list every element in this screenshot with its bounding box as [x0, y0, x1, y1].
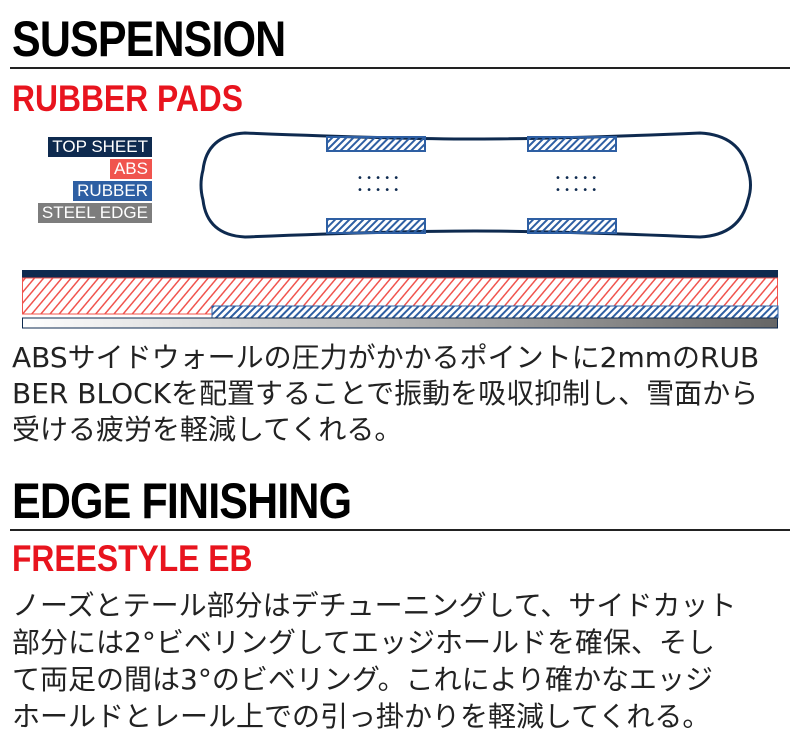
legend-abs: ABS [109, 159, 152, 179]
svg-text:• • • • •: • • • • • [555, 185, 597, 196]
svg-text:• • • • •: • • • • • [555, 173, 597, 184]
paragraph-line: BER BLOCKを配置することで振動を吸収抑制し、雪面から [12, 377, 759, 410]
paragraph-line: 部分には2°ビベリングしてエッジホールドを確保、そし [12, 626, 715, 659]
paragraph-line: ABSサイドウォールの圧力がかかるポイントに2mmのRUB [12, 341, 760, 374]
divider [10, 529, 790, 531]
paragraph-line: ホールドとレール上での引っ掛かりを軽減してくれる。 [12, 700, 711, 733]
cross-section-diagram [22, 270, 779, 329]
rubber-pad [326, 218, 426, 234]
paragraph-line: ノーズとテール部分はデチューニングして、サイドカット [12, 589, 737, 622]
section-title-edge-finishing: EDGE FINISHING [12, 473, 352, 529]
paragraph-line: て両足の間は3°のビベリング。これにより確かなエッジ [12, 663, 714, 696]
section-title-suspension: SUSPENSION [12, 11, 286, 67]
legend-rubber: RUBBER [73, 181, 152, 201]
divider [10, 67, 790, 69]
rubber-pad [326, 136, 426, 152]
paragraph-line: 受ける疲労を軽減してくれる。 [12, 413, 403, 446]
rubber-pad [527, 218, 617, 234]
rubber-pad [527, 136, 617, 152]
legend-steel-edge: STEEL EDGE [37, 203, 152, 223]
snowboard-diagram: • • • • •• • • • • • • • • •• • • • • [199, 131, 752, 239]
subtitle-freestyle-eb: FREESTYLE EB [12, 538, 253, 579]
svg-text:• • • • •: • • • • • [357, 173, 399, 184]
legend-top-sheet: TOP SHEET [48, 137, 152, 157]
subtitle-rubber-pads: RUBBER PADS [12, 78, 244, 119]
svg-text:• • • • •: • • • • • [357, 185, 399, 196]
binding-inserts: • • • • •• • • • • • • • • •• • • • • [357, 173, 597, 196]
